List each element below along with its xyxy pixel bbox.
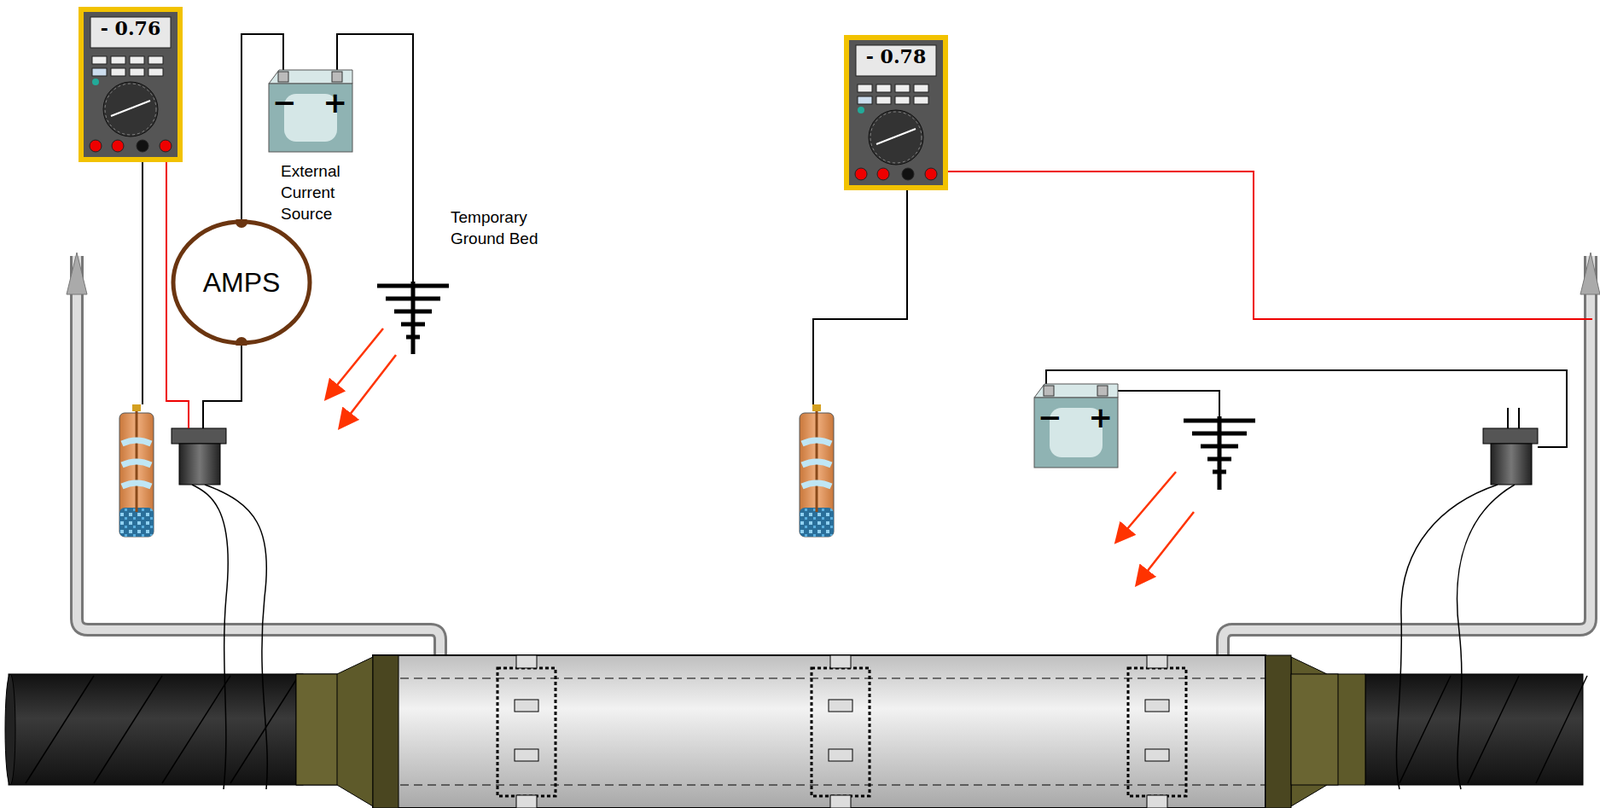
ammeter-label: AMPS: [170, 265, 313, 300]
ammeter-circle: AMPS: [170, 219, 313, 346]
negative-sign: −: [1037, 400, 1063, 435]
multimeter: - 0.78: [842, 33, 950, 192]
meter-reading: - 0.76: [90, 17, 171, 48]
positive-sign: +: [1088, 400, 1114, 435]
battery: −+: [1032, 380, 1120, 470]
multimeter: - 0.76: [76, 5, 185, 164]
positive-sign: +: [323, 85, 349, 120]
annotation-label: Temporary Ground Bed: [450, 206, 553, 250]
negative-sign: −: [272, 85, 297, 120]
annotation-label: External Current Source: [280, 160, 358, 225]
battery: −+: [267, 66, 355, 154]
meter-reading: - 0.78: [855, 45, 937, 76]
